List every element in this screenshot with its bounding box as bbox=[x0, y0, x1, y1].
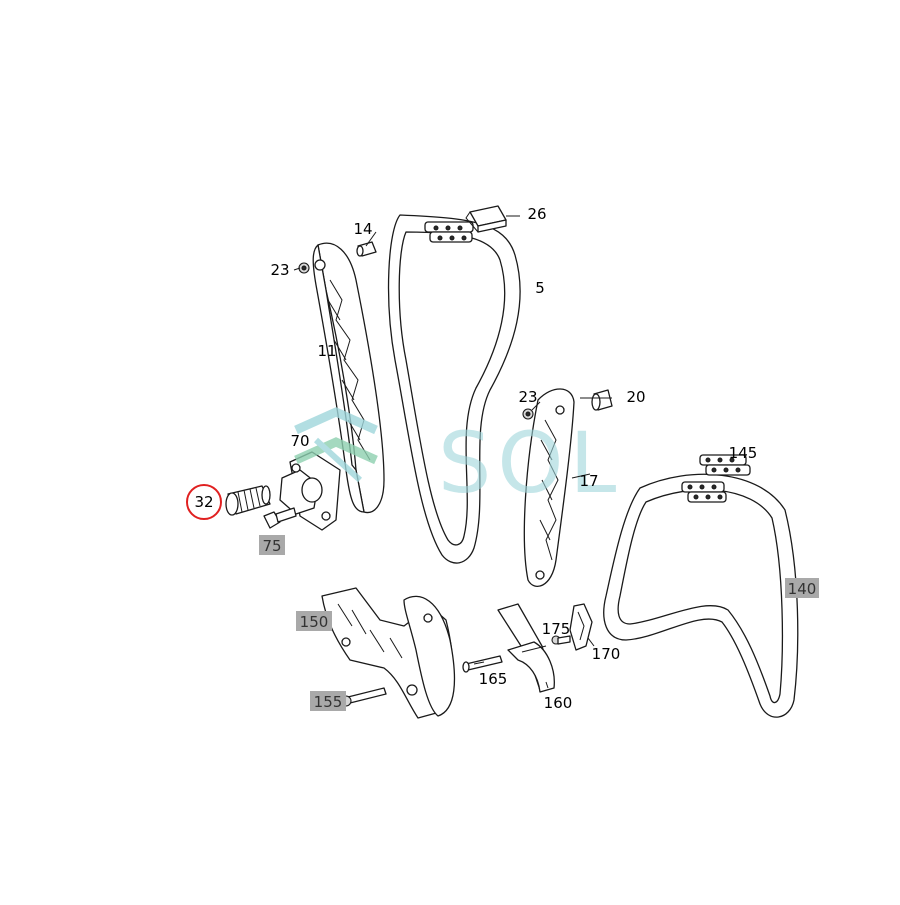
callout-label: 23 bbox=[270, 261, 289, 279]
part-75-bolt bbox=[263, 507, 297, 529]
part-175-bolt bbox=[551, 635, 571, 645]
chain-link-detail bbox=[681, 481, 727, 503]
callout-150[interactable]: 150 bbox=[296, 611, 332, 631]
part-23-nut-lower bbox=[522, 408, 534, 420]
callout-highlight-box bbox=[296, 611, 332, 631]
callout-label: 145 bbox=[729, 444, 758, 462]
callout-label: 170 bbox=[592, 645, 621, 663]
part-23-nut-upper bbox=[298, 262, 310, 274]
callout-label: 150 bbox=[300, 613, 329, 631]
part-70-tensioner-body bbox=[279, 451, 341, 531]
part-150-tensioner-rail bbox=[321, 587, 456, 719]
callout-11[interactable]: 11 bbox=[317, 342, 336, 360]
callout-14[interactable]: 14 bbox=[353, 220, 372, 238]
part-145-chain-link bbox=[699, 454, 751, 476]
callout-label: 26 bbox=[527, 205, 546, 223]
callout-highlight-circle bbox=[186, 484, 222, 520]
callout-23-lower[interactable]: 23 bbox=[518, 388, 537, 406]
callout-label: 32 bbox=[194, 493, 213, 511]
sol-logo-icon bbox=[294, 407, 378, 483]
callout-26[interactable]: 26 bbox=[527, 205, 546, 223]
callout-label: 5 bbox=[535, 279, 545, 297]
chain-link-detail bbox=[424, 221, 474, 243]
callout-170[interactable]: 170 bbox=[592, 645, 621, 663]
watermark-text: SOL bbox=[438, 414, 622, 512]
callout-label: 20 bbox=[626, 388, 645, 406]
callout-label: 160 bbox=[544, 694, 573, 712]
callout-20[interactable]: 20 bbox=[626, 388, 645, 406]
callout-140[interactable]: 140 bbox=[785, 578, 819, 598]
watermark: SOL bbox=[294, 407, 622, 512]
callout-160[interactable]: 160 bbox=[544, 694, 573, 712]
part-160-tensioner-arm bbox=[497, 603, 555, 693]
timing-chain-lower bbox=[603, 473, 799, 718]
callout-label: 17 bbox=[579, 472, 598, 490]
part-165-bolt bbox=[462, 655, 503, 673]
callout-70[interactable]: 70 bbox=[290, 432, 309, 450]
callout-labels: 32 75 70 23 14 26 5 11 bbox=[186, 205, 819, 712]
callout-highlight-box bbox=[259, 535, 285, 555]
part-26-guide-clip bbox=[465, 205, 507, 233]
callout-32[interactable]: 32 bbox=[186, 484, 222, 520]
callout-highlight-box bbox=[310, 691, 346, 711]
callout-23-upper[interactable]: 23 bbox=[270, 261, 289, 279]
callout-label: 11 bbox=[317, 342, 336, 360]
leader-lines bbox=[293, 215, 612, 689]
part-170-bracket bbox=[569, 603, 593, 651]
callout-75[interactable]: 75 bbox=[259, 535, 285, 555]
callout-label: 155 bbox=[314, 693, 343, 711]
callout-highlight-box bbox=[785, 578, 819, 598]
callout-155[interactable]: 155 bbox=[310, 691, 346, 711]
part-11-guide-rail bbox=[312, 242, 385, 514]
timing-chain-upper bbox=[387, 214, 521, 564]
callout-17[interactable]: 17 bbox=[579, 472, 598, 490]
part-17-guide-rail bbox=[523, 388, 575, 587]
callout-165[interactable]: 165 bbox=[479, 670, 508, 688]
callout-label: 14 bbox=[353, 220, 372, 238]
part-155-bolt bbox=[340, 687, 387, 707]
callout-label: 23 bbox=[518, 388, 537, 406]
callout-label: 175 bbox=[542, 620, 571, 638]
part-14-sleeve bbox=[356, 241, 377, 257]
callout-175[interactable]: 175 bbox=[542, 620, 571, 638]
callout-label: 165 bbox=[479, 670, 508, 688]
callout-label: 75 bbox=[262, 537, 281, 555]
callout-label: 140 bbox=[788, 580, 817, 598]
callout-5[interactable]: 5 bbox=[535, 279, 545, 297]
callout-145[interactable]: 145 bbox=[729, 444, 758, 462]
part-32-plunger bbox=[225, 485, 271, 516]
part-20-pin bbox=[591, 389, 613, 411]
callout-label: 70 bbox=[290, 432, 309, 450]
